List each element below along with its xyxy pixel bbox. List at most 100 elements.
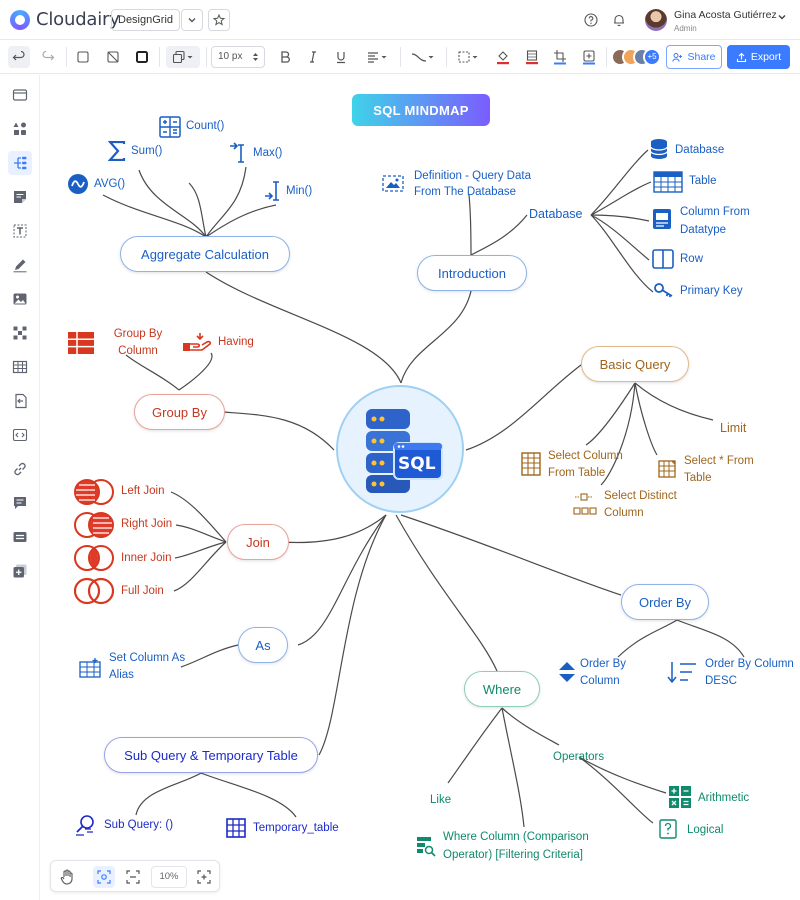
connector — [135, 772, 202, 816]
document-name-chip[interactable]: DesignGrid — [111, 9, 181, 31]
fill-color-button[interactable] — [492, 46, 514, 68]
node-left-join[interactable]: Left Join — [121, 485, 165, 497]
border-dropdown[interactable] — [452, 46, 484, 68]
sidebar-text-tool[interactable] — [8, 219, 32, 243]
crop-button[interactable] — [549, 46, 571, 68]
sidebar-shapes-tool[interactable] — [8, 117, 32, 141]
node-select-column-from-table[interactable]: Select Column From Table — [548, 450, 623, 479]
node-database[interactable]: Database — [675, 144, 725, 156]
node-sum[interactable]: Sum() — [131, 145, 163, 157]
node-count[interactable]: Count() — [186, 120, 225, 132]
sidebar-mindmap-tool[interactable] — [8, 151, 32, 175]
node-temporary-table[interactable]: Temporary_table — [253, 822, 339, 834]
node-where-column[interactable]: Where Column (Comparison Operator) [Filt… — [443, 831, 589, 861]
sidebar-card-tool[interactable] — [8, 525, 32, 549]
node-introduction[interactable]: Introduction — [417, 255, 527, 291]
node-max[interactable]: Max() — [253, 147, 283, 159]
user-avatar[interactable] — [645, 9, 667, 31]
document-menu-button[interactable] — [181, 9, 203, 31]
text-align-dropdown[interactable] — [360, 46, 394, 68]
fit-selection-button[interactable] — [93, 866, 115, 888]
node-order-by[interactable]: Order By — [621, 584, 709, 620]
help-button[interactable] — [581, 10, 601, 30]
no-fill-button[interactable] — [102, 46, 124, 68]
brand-logo[interactable]: Cloudairy — [10, 9, 120, 30]
redo-button[interactable] — [37, 46, 59, 68]
node-having[interactable]: Having — [218, 336, 254, 348]
node-table[interactable]: Table — [689, 175, 717, 187]
node-avg[interactable]: AVG() — [94, 178, 126, 190]
sidebar-import-tool[interactable] — [8, 389, 32, 413]
node-operators[interactable]: Operators — [553, 751, 605, 763]
zoom-to-fit-button[interactable] — [193, 866, 215, 888]
insert-button[interactable] — [578, 46, 600, 68]
node-group-by-column[interactable]: Group By Column — [113, 328, 163, 357]
connector — [585, 382, 636, 446]
node-subquery[interactable]: Sub Query: () — [104, 819, 174, 831]
caret-down-icon — [472, 56, 478, 59]
bold-button[interactable] — [274, 46, 296, 68]
node-order-by-column-desc[interactable]: Order By Column DESC — [705, 658, 794, 687]
sidebar-frame-tool[interactable] — [8, 83, 32, 107]
underline-button[interactable] — [330, 46, 352, 68]
font-size-input[interactable]: 10 px — [211, 46, 265, 68]
node-row[interactable]: Row — [680, 253, 704, 265]
node-right-join[interactable]: Right Join — [121, 518, 173, 530]
mindmap-title[interactable]: SQL MINDMAP — [352, 94, 490, 126]
node-column-from-datatype[interactable]: Column From Datatype — [680, 206, 750, 236]
node-inner-join[interactable]: Inner Join — [121, 552, 172, 564]
node-where[interactable]: Where — [464, 671, 540, 707]
node-basic-query[interactable]: Basic Query — [581, 346, 689, 382]
set-alias-icon — [79, 658, 101, 678]
connector — [400, 514, 622, 596]
node-limit[interactable]: Limit — [720, 421, 747, 435]
stepper-icon[interactable] — [252, 51, 259, 63]
sidebar-table-tool[interactable] — [8, 355, 32, 379]
node-like[interactable]: Like — [430, 794, 452, 806]
user-plus-icon — [672, 52, 683, 62]
favorite-button[interactable] — [208, 9, 230, 31]
node-order-by-column[interactable]: Order By Column — [580, 658, 627, 687]
fit-screen-button[interactable] — [122, 866, 144, 888]
border-color-button[interactable] — [521, 46, 543, 68]
table-icon — [12, 360, 28, 374]
sidebar-sticky-note-tool[interactable] — [8, 185, 32, 209]
zoom-level[interactable]: 10% — [151, 866, 187, 888]
sidebar-embed-tool[interactable] — [8, 423, 32, 447]
sidebar-comment-tool[interactable] — [8, 491, 32, 515]
share-button[interactable]: Share — [666, 45, 722, 69]
node-database-group[interactable]: Database — [529, 207, 583, 221]
node-as[interactable]: As — [238, 627, 288, 663]
sidebar-more-tools[interactable] — [8, 559, 32, 583]
node-join[interactable]: Join — [227, 524, 289, 560]
node-definition[interactable]: Definition - Query Data From The Databas… — [414, 170, 531, 198]
border-style-button[interactable] — [131, 46, 153, 68]
node-logical[interactable]: Logical — [687, 824, 724, 836]
collaborators-more-badge[interactable]: +5 — [643, 48, 661, 66]
shape-rectangle-button[interactable] — [72, 46, 94, 68]
node-primary-key[interactable]: Primary Key — [680, 285, 743, 297]
node-subquery-temporary-table[interactable]: Sub Query & Temporary Table — [104, 737, 318, 773]
export-button[interactable]: Export — [727, 45, 790, 69]
user-menu-chevron-icon[interactable] — [777, 12, 787, 25]
undo-button[interactable] — [8, 46, 30, 68]
mindmap-canvas[interactable]: SQL MINDMAP Aggregate Calculation Count(… — [41, 75, 800, 900]
sidebar-link-tool[interactable] — [8, 457, 32, 481]
sidebar-image-tool[interactable] — [8, 287, 32, 311]
italic-button[interactable] — [302, 46, 324, 68]
pan-tool-button[interactable] — [56, 866, 78, 888]
node-select-star-from-table[interactable]: Select * From Table — [684, 455, 754, 484]
node-min[interactable]: Min() — [286, 185, 313, 197]
notifications-button[interactable] — [609, 10, 629, 30]
sidebar-diagram-tool[interactable] — [8, 321, 32, 345]
arrange-dropdown[interactable] — [166, 46, 200, 68]
node-aggregate-calculation[interactable]: Aggregate Calculation — [120, 236, 290, 272]
node-arithmetic[interactable]: Arithmetic — [698, 792, 750, 804]
sidebar-pen-tool[interactable] — [8, 253, 32, 277]
node-select-distinct-column[interactable]: Select Distinct Column — [604, 490, 677, 519]
node-set-column-as-alias[interactable]: Set Column As Alias — [109, 652, 186, 681]
node-full-join[interactable]: Full Join — [121, 585, 164, 597]
connector-style-dropdown[interactable] — [406, 46, 440, 68]
node-group-by[interactable]: Group By — [134, 394, 225, 430]
mindmap-center-node[interactable]: SQL — [336, 385, 464, 513]
